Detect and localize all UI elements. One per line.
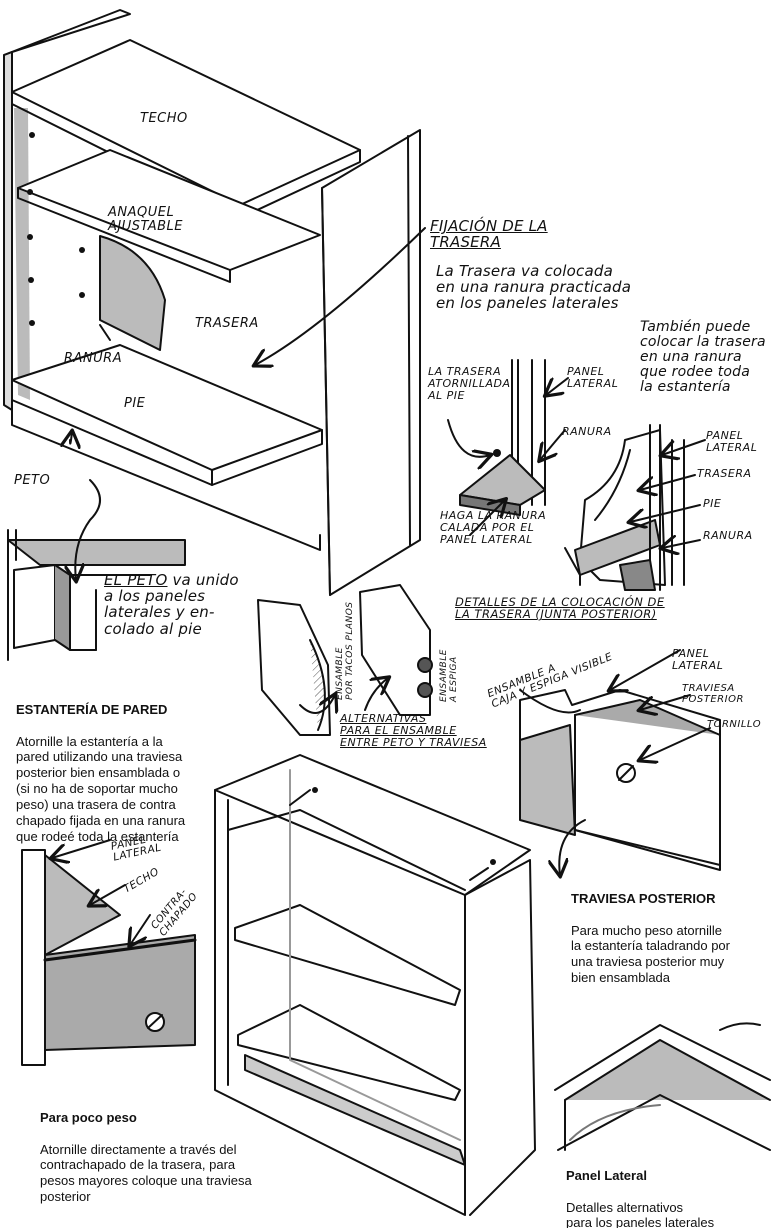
label-ranura-b: RANURA <box>562 425 612 438</box>
label-peto-note-underlined: EL PETO <box>104 571 168 589</box>
label-peto: PETO <box>14 473 51 488</box>
label-panel-lateral-a: PANEL LATERAL <box>567 365 619 390</box>
caption-poco-peso: Para poco peso Atornille directamente a … <box>40 1094 290 1205</box>
surround-groove-detail <box>564 424 706 591</box>
label-techo: TECHO <box>140 111 188 126</box>
caption-panel-lateral-title: Panel Lateral <box>566 1167 647 1183</box>
caption-poco-peso-body: Atornille directamente a través del cont… <box>40 1141 252 1205</box>
label-ensamble-espiga: ENSAMBLE A ESPIGA <box>439 649 459 702</box>
main-bookshelf <box>3 9 426 596</box>
caption-estanteria-pared-title: ESTANTERÍA DE PARED <box>16 701 168 717</box>
plywood-detail <box>21 839 197 1066</box>
label-traviesa-posterior: TRAVIESA POSTERIOR <box>682 683 744 705</box>
label-anaquel: ANAQUEL AJUSTABLE <box>108 205 184 235</box>
joint-alternatives <box>257 584 433 736</box>
label-trasera-c: TRASERA <box>697 467 752 480</box>
side-panel-detail <box>554 1022 771 1151</box>
caption-traviesa-posterior-title: TRAVIESA POSTERIOR <box>571 890 716 906</box>
label-peto-note: EL PETO va unido a los paneles laterales… <box>104 572 239 637</box>
label-tambien: También puede colocar la trasera en una … <box>640 319 766 396</box>
wall-bookshelf <box>214 754 586 1216</box>
label-atornillada: LA TRASERA ATORNILLADA AL PIE <box>428 365 511 402</box>
label-trasera: TRASERA <box>195 316 259 331</box>
label-panel-lateral-c: PANEL LATERAL <box>706 429 758 454</box>
label-ranura-c: RANURA <box>703 529 753 542</box>
caption-estanteria-pared-body: Atornille la estantería a la pared utili… <box>16 733 186 844</box>
peto-detail <box>7 479 186 661</box>
caption-panel-lateral-body: Detalles alternativos para los paneles l… <box>566 1199 715 1228</box>
caption-traviesa-posterior: TRAVIESA POSTERIOR Para mucho peso atorn… <box>571 875 776 986</box>
label-ensamble-planos: ENSAMBLE POR TACOS PLANOS <box>335 601 355 700</box>
caption-panel-lateral: Panel Lateral Detalles alternativos para… <box>566 1152 771 1228</box>
label-pie-c: PIE <box>703 497 722 510</box>
label-fijacion-title: FIJACIÓN DE LA TRASERA <box>430 217 548 252</box>
label-ranura: RANURA <box>64 351 123 366</box>
label-pie: PIE <box>124 396 146 411</box>
label-detalles: DETALLES DE LA COLOCACIÓN DE LA TRASERA … <box>455 595 665 622</box>
label-haga-ranura: HAGA LA RANURA CALADA POR EL PANEL LATER… <box>440 509 547 546</box>
label-alternativas: ALTERNATIVAS PARA EL ENSAMBLE ENTRE PETO… <box>340 712 487 749</box>
caption-poco-peso-title: Para poco peso <box>40 1109 137 1125</box>
rear-rail-detail <box>519 649 721 871</box>
caption-traviesa-posterior-body: Para mucho peso atornille la estantería … <box>571 922 730 986</box>
label-peto-note-rest: va unido a los paneles laterales y en- c… <box>104 571 239 638</box>
label-fijacion-body: La Trasera va colocada en una ranura pra… <box>436 262 632 313</box>
label-tornillo: TORNILLO <box>707 719 762 730</box>
back-groove-detail <box>447 359 569 536</box>
label-panel-lateral-d: PANEL LATERAL <box>672 647 724 672</box>
caption-estanteria-pared: ESTANTERÍA DE PARED Atornille la estante… <box>16 686 226 845</box>
